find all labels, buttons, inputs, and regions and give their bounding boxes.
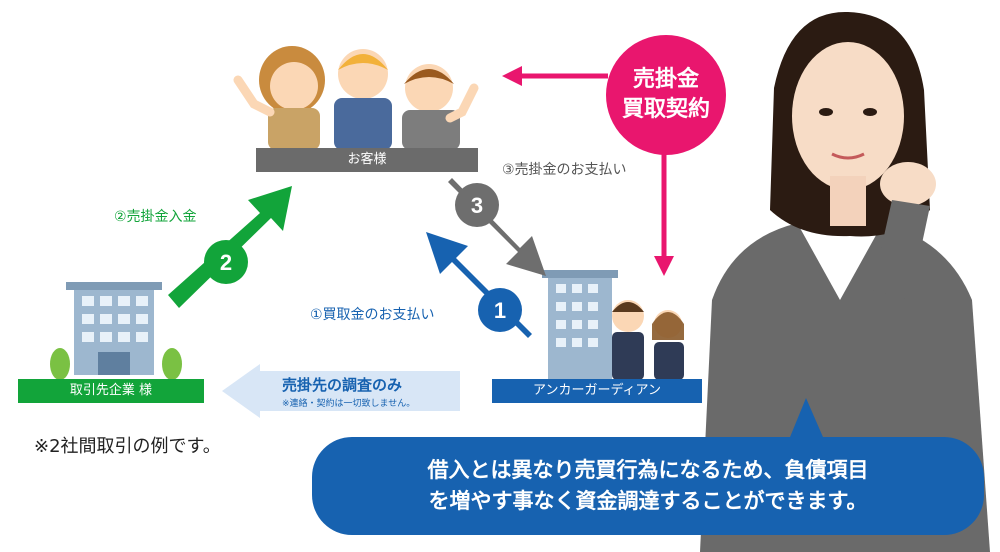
pink-arrow-to-anchor [654, 150, 674, 276]
step3-circle [455, 183, 499, 227]
footnote: ※2社間取引の例です。 [34, 436, 221, 457]
step2-circle [204, 240, 248, 284]
customers-illustration [233, 46, 479, 150]
step3-number: 3 [471, 193, 483, 218]
step1-text: ①買取金のお支払い [310, 307, 435, 323]
step2-number: 2 [220, 250, 232, 275]
bubble-tail [788, 398, 826, 444]
partner-bar [18, 379, 204, 403]
message-line2: を増やす事なく資金調達することができます。 [428, 489, 868, 513]
anchor-bar [492, 379, 702, 403]
survey-title: 売掛先の調査のみ [282, 376, 403, 394]
message-bubble: 借入とは異なり売買行為になるため、負債項目 を増やす事なく資金調達することができ… [312, 437, 984, 535]
customer-label: お客様 [347, 152, 387, 167]
anchor-building-illustration [542, 270, 684, 380]
customer-bar [256, 148, 478, 172]
anchor-label: アンカーガーディアン [532, 383, 662, 398]
message-line1: 借入とは異なり売買行為になるため、負債項目 [427, 458, 869, 482]
pink-arrow-to-customer [502, 66, 608, 86]
step3-text: ③売掛金のお支払い [502, 162, 627, 178]
contract-line2: 買取契約 [621, 97, 710, 122]
step1-circle [478, 288, 522, 332]
step2-text: ②売掛金入金 [114, 209, 197, 225]
survey-note: ※連絡・契約は一切致しません。 [282, 399, 416, 409]
partner-building-illustration [50, 282, 182, 380]
survey-arrow [222, 364, 460, 418]
partner-label: 取引先企業 様 [69, 383, 153, 398]
step1-number: 1 [494, 298, 506, 323]
contract-line1: 売掛金 [632, 67, 699, 92]
contract-circle: 売掛金 買取契約 [606, 35, 726, 155]
